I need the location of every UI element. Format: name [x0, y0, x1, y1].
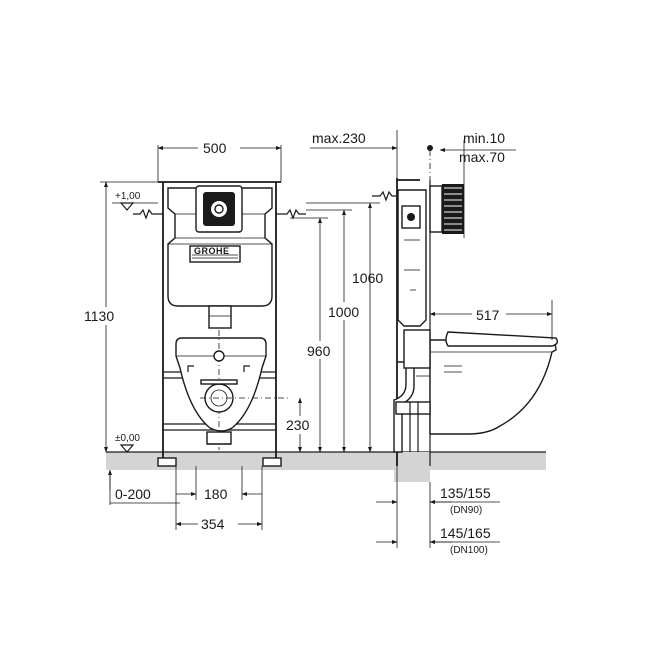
dim-frame-width: 500 — [203, 140, 227, 156]
dim-wall-dn90: 135/155 — [440, 485, 491, 501]
brand-logo: GROHE — [194, 246, 230, 256]
dim-max-depth: max.230 — [312, 130, 366, 146]
label-dn100: (DN100) — [450, 545, 488, 556]
water-inlet-side-icon — [372, 190, 398, 202]
dim-outlet-height: 960 — [307, 343, 331, 359]
dim-bolt-spacing: 180 — [204, 486, 228, 502]
level-upper: +1,00 — [115, 191, 141, 202]
water-inlet-right-icon — [276, 208, 306, 220]
dim-supply-height: 1060 — [352, 270, 383, 286]
floor — [106, 451, 546, 482]
dim-wall-dn100: 145/165 — [440, 525, 491, 541]
dim-feet-spacing: 354 — [201, 516, 225, 532]
level-zero: ±0,00 — [115, 433, 140, 444]
dim-waste-height: 230 — [286, 417, 310, 433]
water-inlet-left-icon — [133, 208, 163, 220]
side-dimensions: max.230 min.10 max.70 517 135/155 (DN90)… — [310, 130, 553, 556]
dim-flush-height: 1000 — [328, 304, 359, 320]
front-view: GROHE — [133, 181, 306, 467]
label-dn90: (DN90) — [450, 505, 482, 516]
dim-plate-max: max.70 — [459, 149, 505, 165]
front-dimensions: 500 1130 +1,00 ±0,00 1060 1000 960 230 0… — [82, 139, 383, 532]
dim-projection: 517 — [476, 307, 500, 323]
dim-plate-min: min.10 — [463, 130, 505, 146]
dim-floor-offset: 0-200 — [115, 486, 151, 502]
side-view — [372, 150, 559, 466]
dim-frame-height: 1130 — [84, 308, 114, 324]
